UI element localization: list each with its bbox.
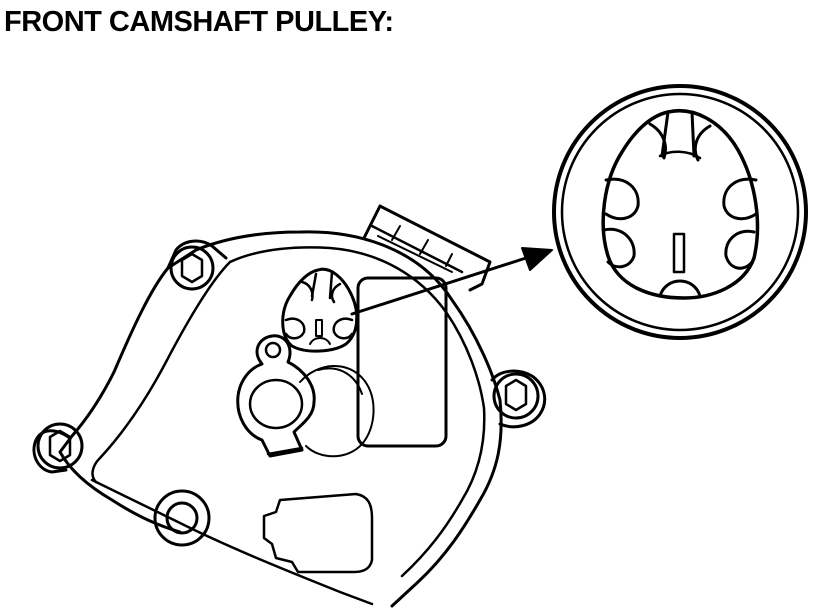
cover-access-window: [356, 276, 448, 448]
callout-arrow: [350, 247, 553, 316]
pulley-mark-window: [281, 267, 359, 353]
right-mounting-ear: [490, 369, 547, 429]
top-bracket: [362, 204, 492, 292]
embossed-plate: [262, 492, 374, 574]
lower-boss: [153, 489, 211, 547]
inner-round-boss: [299, 365, 375, 458]
timing-belt-cover-inner-outline: [91, 246, 486, 578]
timing-belt-cover-outline: [58, 230, 503, 608]
magnified-detail: [552, 84, 808, 340]
hex-bolt-left: [36, 422, 84, 470]
cover-bottom-edge: [90, 478, 374, 606]
diagram-title: FRONT CAMSHAFT PULLEY:: [4, 6, 394, 38]
left-mounting-ear: [166, 239, 228, 270]
hex-bolt-top-left: [169, 245, 215, 291]
lifting-bracket: [236, 334, 316, 458]
hex-bolt-right: [492, 372, 540, 420]
